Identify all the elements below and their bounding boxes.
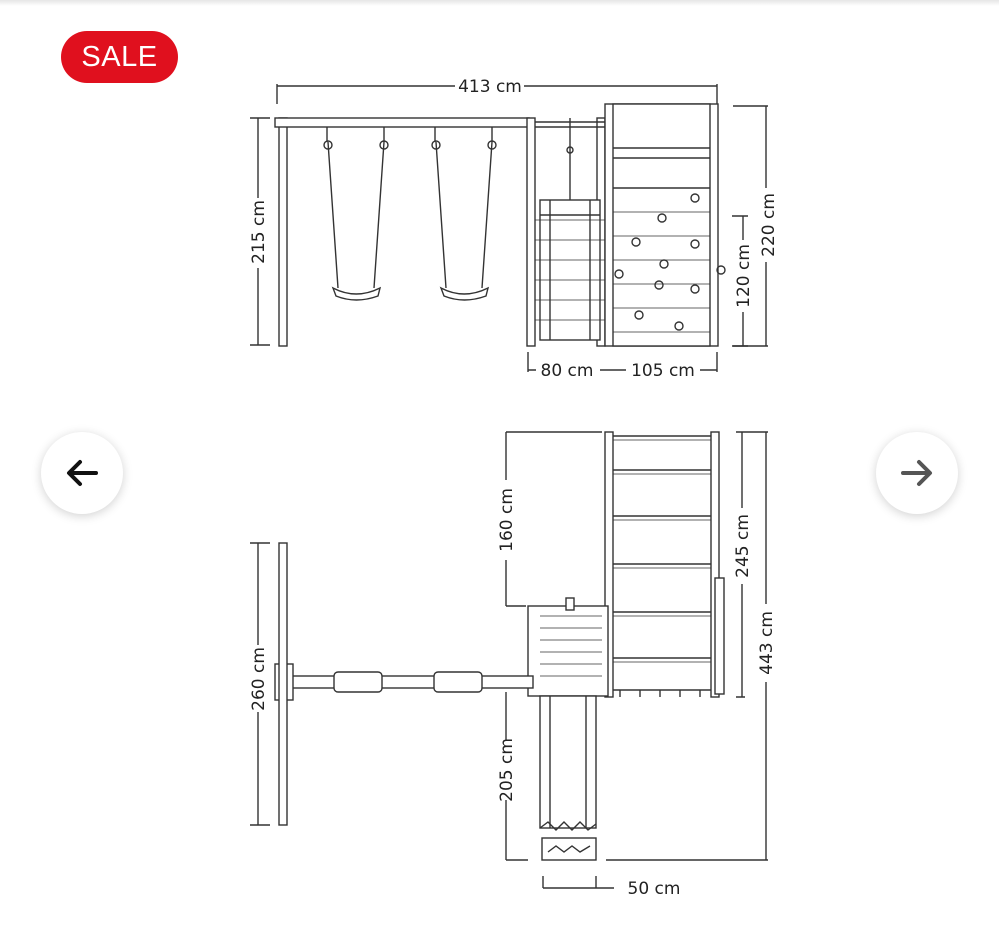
dim-slide-section-width: 80 cm	[541, 361, 594, 381]
dim-platform-height: 120 cm	[734, 244, 754, 308]
dim-swing-frame-width: 260 cm	[249, 647, 269, 711]
top-divider	[0, 0, 999, 6]
dim-slide-length: 205 cm	[497, 738, 517, 802]
dim-swing-height: 215 cm	[249, 200, 269, 264]
dim-slide-width: 50 cm	[628, 879, 681, 899]
dim-tower-height: 220 cm	[759, 193, 779, 257]
dim-total-depth: 443 cm	[757, 611, 777, 675]
arrow-right-icon	[901, 460, 932, 486]
dim-climbing-wall-width: 105 cm	[631, 361, 695, 381]
dim-tower-top-depth: 160 cm	[497, 488, 517, 552]
next-image-button[interactable]	[876, 432, 958, 514]
sale-badge: SALE	[61, 31, 178, 83]
dim-ladder-length: 245 cm	[733, 514, 753, 578]
arrow-left-icon	[67, 460, 98, 486]
previous-image-button[interactable]	[41, 432, 123, 514]
dim-front-total-width: 413 cm	[458, 77, 522, 97]
